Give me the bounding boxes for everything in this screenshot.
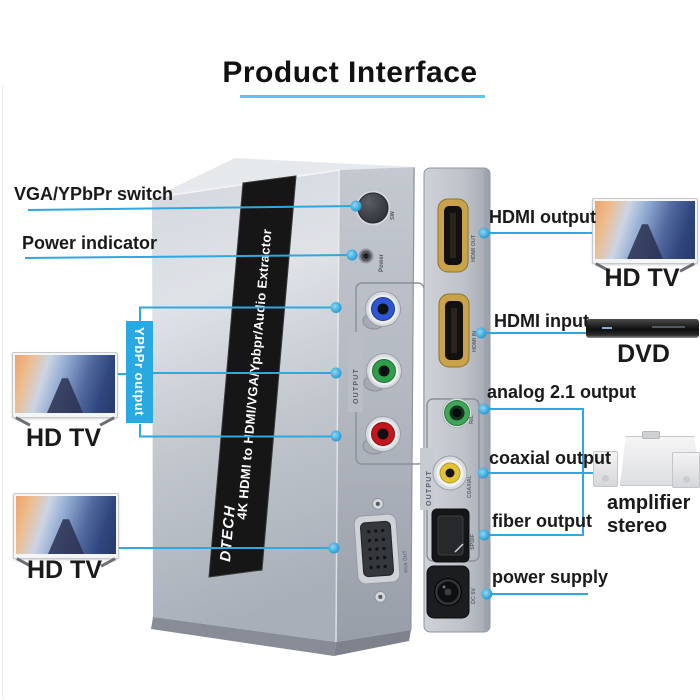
tv-frame [592,198,698,272]
left-edge-line [2,85,3,699]
tv-screen [595,201,695,259]
label-coaxial-output: coaxial output [489,448,612,468]
hdmi-in-label: HDMI IN [472,331,478,352]
vga-port: VGA OUT [353,497,410,603]
label-hdtv-mid: HD TV [26,424,101,452]
tv-screen [16,496,116,554]
coaxial-jack: COAXIAL [432,455,473,499]
power-led-label: Power [379,253,385,272]
rca-jack-red [362,416,401,455]
label-analog-output: analog 2.1 output [487,382,637,402]
tv-screen [15,355,115,413]
power-led: Power [358,248,385,272]
label-hdtv-bottom: HD TV [27,556,102,584]
analog-rl-jack: R/L [442,398,475,428]
dvd-player-image [586,319,699,338]
hdmi-in-port: HDMI IN [438,293,478,368]
dvd-display [601,326,612,329]
label-power-supply: power supply [492,567,609,587]
satellite-speaker-right [672,452,700,488]
callout-dots [328,200,493,600]
hdtv-image-mid [12,352,118,426]
page-title: Product Interface [222,56,478,89]
component-output-label: OUTPUT [353,368,360,404]
dc-power-jack: DC 5V [426,565,477,619]
hdtv-image-bottom [13,493,119,567]
callout-lines [24,205,599,595]
subwoofer-knob [642,431,660,439]
hdtv-image-right [592,198,698,272]
switch-label: SW [390,210,396,220]
label-hdtv-right: HD TV [604,264,680,292]
title-underline [240,95,485,98]
rca-jack-green [363,353,402,392]
rear-output-label: OUTPUT [426,470,433,506]
label-hdmi-output: HDMI output [489,207,596,227]
satellite-speaker-left [593,451,618,487]
label-vga-ypbpr-switch: VGA/YPbPr switch [14,184,174,204]
ypbpr-output-banner: YPbPr output [126,321,153,423]
dvd-tray-slot [651,326,686,329]
tv-frame [12,352,118,426]
hdmi-out-port: HDMI OUT [437,198,477,273]
rl-label: R/L [469,415,475,425]
label-dvd: DVD [617,340,670,368]
hdmi-out-label: HDMI OUT [471,234,477,262]
label-stereo: stereo [607,515,668,537]
vga-port-label: VGA OUT [402,550,410,573]
label-amplifier: amplifier [607,492,691,514]
label-hdmi-input: HDMI input [494,311,589,331]
tv-frame [13,493,119,567]
front-label-stripe: 4K HDMI to HDMI/VGA/Ypbpr/Audio Extracto… [208,175,297,578]
label-fiber-output: fiber output [492,511,592,531]
dc-label: DC 5V [471,587,477,604]
label-power-indicator: Power indicator [22,233,158,253]
spdif-port: SPDIF [431,508,476,563]
coaxial-label: COAXIAL [467,476,473,499]
spdif-label: SPDIF [470,533,476,550]
rca-jack-blue [362,291,401,330]
